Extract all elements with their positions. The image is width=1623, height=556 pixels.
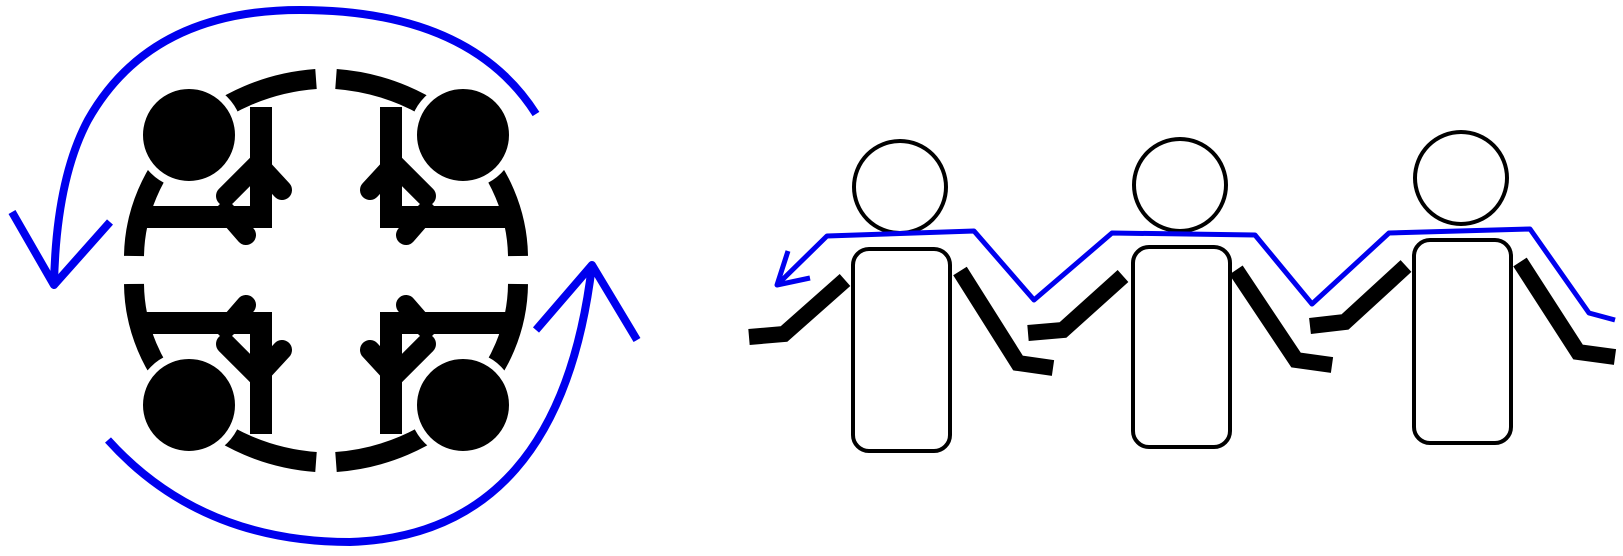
person-top-right-icon xyxy=(370,85,514,235)
standing-person-2-icon xyxy=(1028,139,1332,447)
person-top-left-icon xyxy=(138,85,282,235)
standing-person-1-icon xyxy=(749,141,1053,451)
round-table-group xyxy=(12,10,637,542)
person-bottom-right-icon xyxy=(370,305,514,455)
person-bottom-left-icon xyxy=(138,305,282,455)
people-row-group xyxy=(749,132,1615,451)
